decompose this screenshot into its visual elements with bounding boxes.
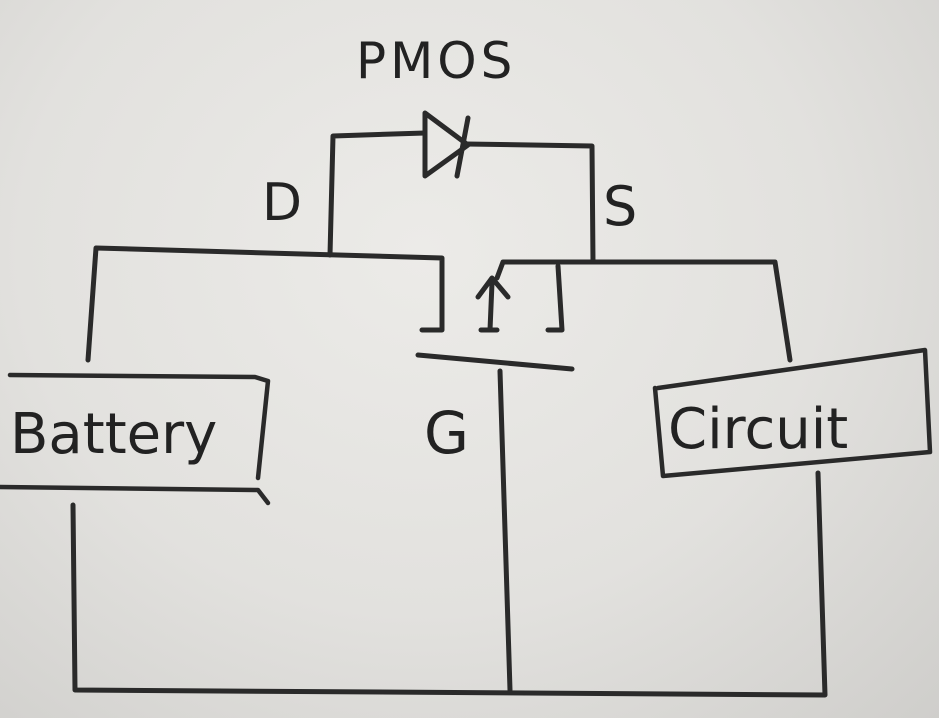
ground-return-wire (70, 470, 828, 698)
title-label: PMOS (356, 32, 516, 90)
substrate-lead (487, 280, 495, 333)
body-diode-bar (454, 115, 471, 179)
gate-label: G (424, 399, 469, 467)
circuit-box (652, 347, 933, 479)
battery-box-bottom (0, 484, 271, 506)
battery-label: Battery (10, 402, 217, 467)
circuit-label: Circuit (668, 397, 848, 462)
battery-box-top (7, 372, 271, 481)
drain-wire (85, 245, 445, 363)
diode-source-wire (463, 141, 596, 265)
source-wire (494, 259, 793, 363)
diode-drain-wire (327, 130, 428, 258)
gate-wire (497, 368, 513, 693)
substrate-arrow (475, 275, 511, 300)
body-diode-triangle (422, 110, 471, 179)
source-terminal (545, 263, 565, 333)
source-label: S (603, 175, 637, 238)
drain-label: D (262, 173, 302, 233)
gate-plate (415, 352, 575, 372)
